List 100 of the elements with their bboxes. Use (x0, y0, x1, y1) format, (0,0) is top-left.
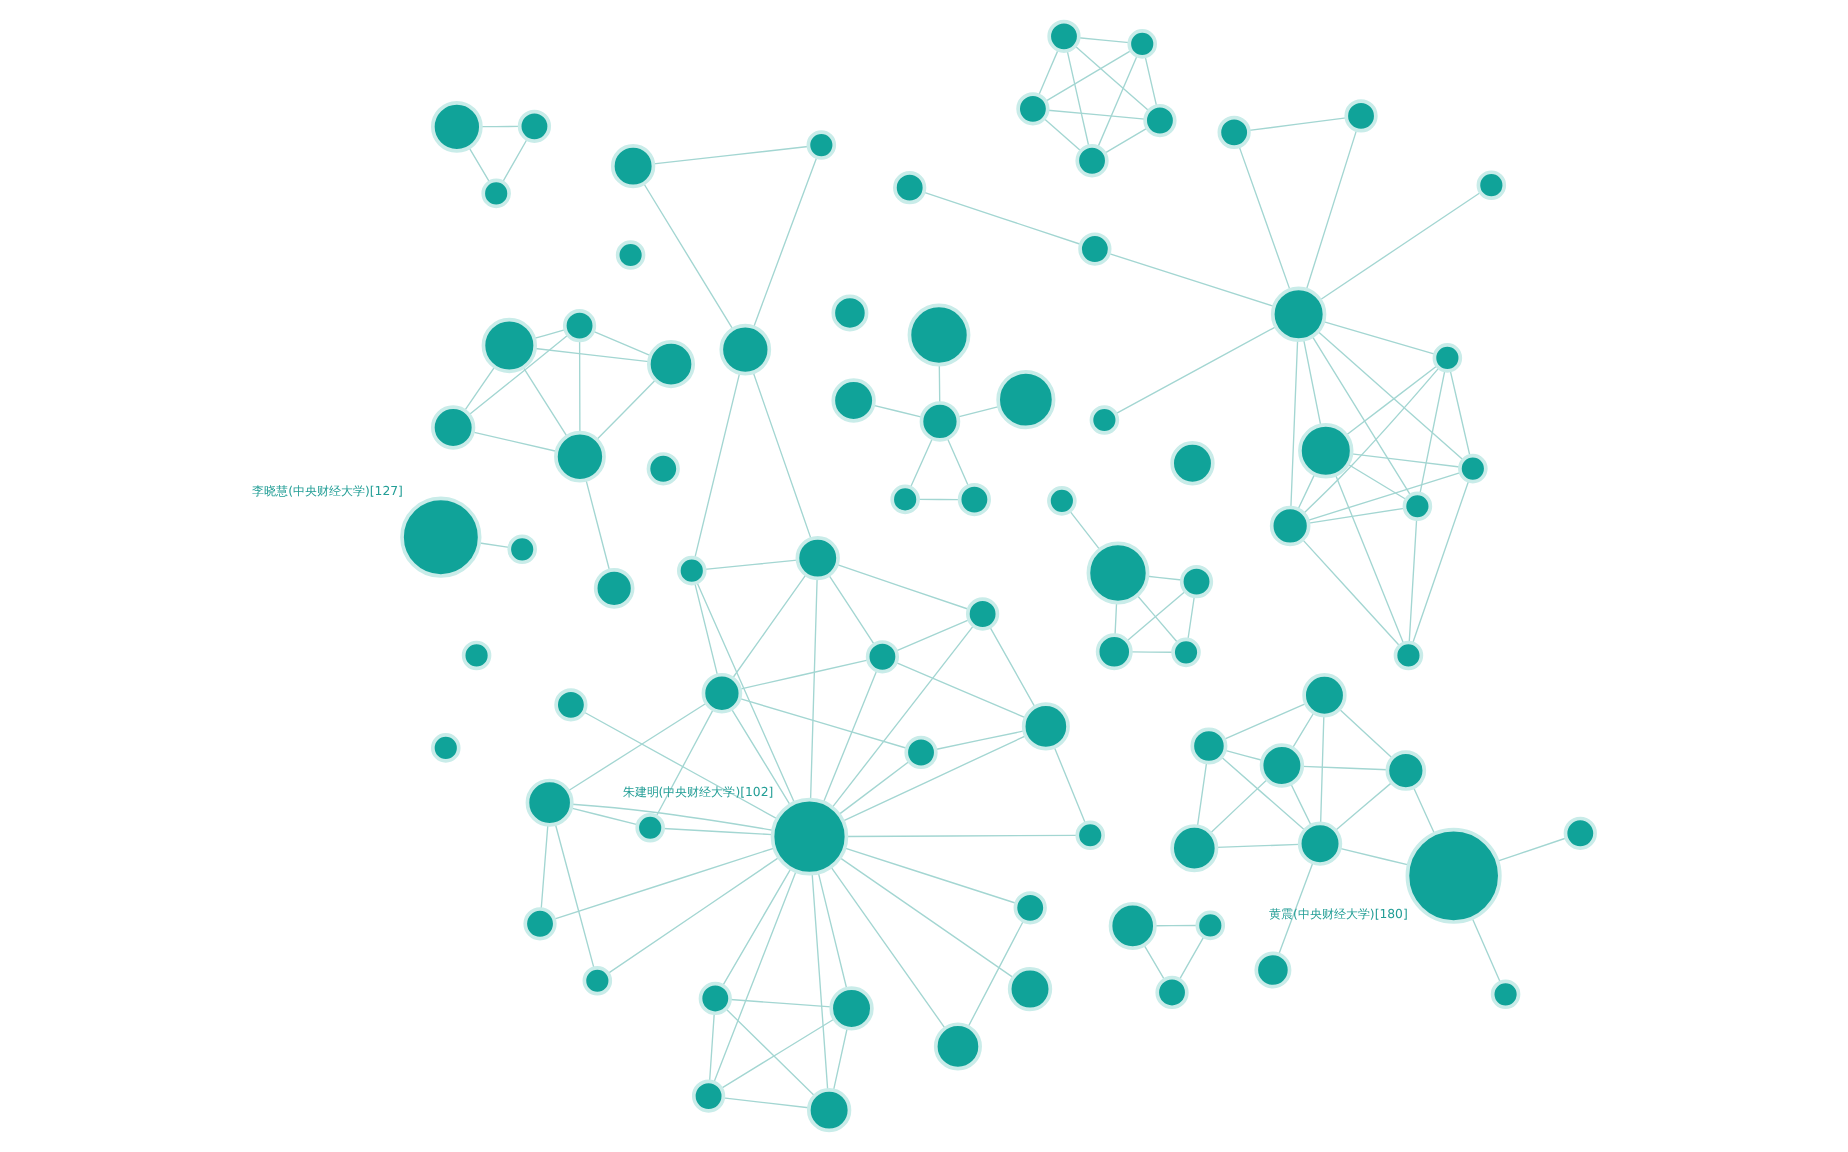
node-circle (795, 535, 840, 581)
connector (1449, 370, 1471, 457)
node-circle (517, 109, 552, 143)
node-circle (646, 452, 680, 486)
connector (989, 626, 1036, 708)
node-circle (1007, 966, 1053, 1012)
node-circle (525, 778, 574, 827)
node-circle (933, 1022, 982, 1071)
connector (1307, 471, 1461, 522)
connector (1347, 463, 1407, 501)
node-circle (507, 534, 537, 565)
connector (729, 998, 832, 1008)
connector (607, 856, 780, 975)
connector (1339, 708, 1393, 759)
connector (1038, 49, 1059, 96)
connector (844, 847, 1017, 904)
node-circle (919, 401, 961, 442)
connector (1216, 843, 1301, 849)
connector (1319, 191, 1482, 301)
connector (1335, 781, 1393, 831)
connector (694, 372, 741, 559)
node-circle (904, 735, 938, 770)
connector (1043, 118, 1082, 152)
connector (596, 379, 656, 440)
connector (739, 697, 908, 749)
node-circle (1078, 232, 1112, 266)
connector (1126, 590, 1186, 642)
node-circle (691, 1079, 726, 1113)
connector (923, 191, 1082, 245)
node-circle (890, 484, 920, 515)
node-circle (461, 640, 492, 671)
connector (1045, 49, 1132, 102)
node-circle (1021, 702, 1070, 751)
connector (838, 761, 910, 815)
node-circle (831, 294, 869, 332)
node-circle (481, 178, 511, 209)
connector (1154, 924, 1198, 927)
connector (938, 364, 941, 404)
node-circle (806, 1087, 852, 1133)
connector (1074, 45, 1150, 112)
node-circle (957, 482, 991, 517)
node-circle (610, 143, 656, 189)
connector (713, 871, 797, 1083)
node-circle (430, 405, 476, 450)
node-circle (831, 378, 876, 423)
connector (592, 330, 652, 357)
connector (839, 857, 1014, 978)
connector (722, 1097, 810, 1109)
connector (1301, 538, 1401, 647)
connector (1496, 837, 1567, 862)
connector (1305, 129, 1358, 290)
connector (1248, 117, 1347, 132)
connector (1147, 575, 1183, 581)
connector (1136, 594, 1179, 643)
node-circle (1195, 910, 1226, 941)
connector (895, 619, 970, 652)
node-circle (523, 907, 557, 941)
connector (570, 807, 638, 826)
node-circle (554, 688, 588, 722)
node-circle (400, 496, 482, 578)
connector (828, 574, 875, 645)
connector (1069, 510, 1101, 551)
node-circle (647, 340, 696, 389)
connector (720, 1018, 835, 1089)
node-circle (1047, 19, 1081, 53)
connector (554, 823, 595, 969)
node-circle (481, 317, 538, 374)
connector (1053, 746, 1086, 824)
node-circle (1086, 541, 1150, 605)
connector (909, 438, 933, 489)
connector (1224, 749, 1263, 761)
connector (534, 347, 650, 363)
node-circle (1563, 816, 1597, 850)
connector (1297, 473, 1316, 510)
connector (480, 125, 521, 128)
connector (1351, 453, 1461, 468)
connector (1301, 765, 1389, 771)
connector (472, 431, 557, 452)
connector (1413, 787, 1436, 835)
connector (1196, 762, 1208, 827)
connector (553, 847, 775, 920)
connector (1187, 595, 1195, 641)
connector (655, 708, 714, 817)
connector (1319, 715, 1325, 824)
connector (704, 559, 798, 571)
connector (811, 872, 829, 1091)
connector (957, 405, 1000, 418)
node-circle (1298, 423, 1354, 479)
connector (1108, 252, 1275, 308)
connector (739, 659, 869, 690)
connector (830, 866, 946, 1029)
connector (934, 730, 1025, 751)
connector (1303, 367, 1440, 514)
connector (1322, 320, 1436, 355)
connector (522, 366, 568, 437)
connector (1210, 779, 1268, 834)
connector (1308, 507, 1405, 524)
node-circle (582, 965, 613, 996)
connector (1143, 944, 1166, 981)
connector (468, 334, 569, 416)
